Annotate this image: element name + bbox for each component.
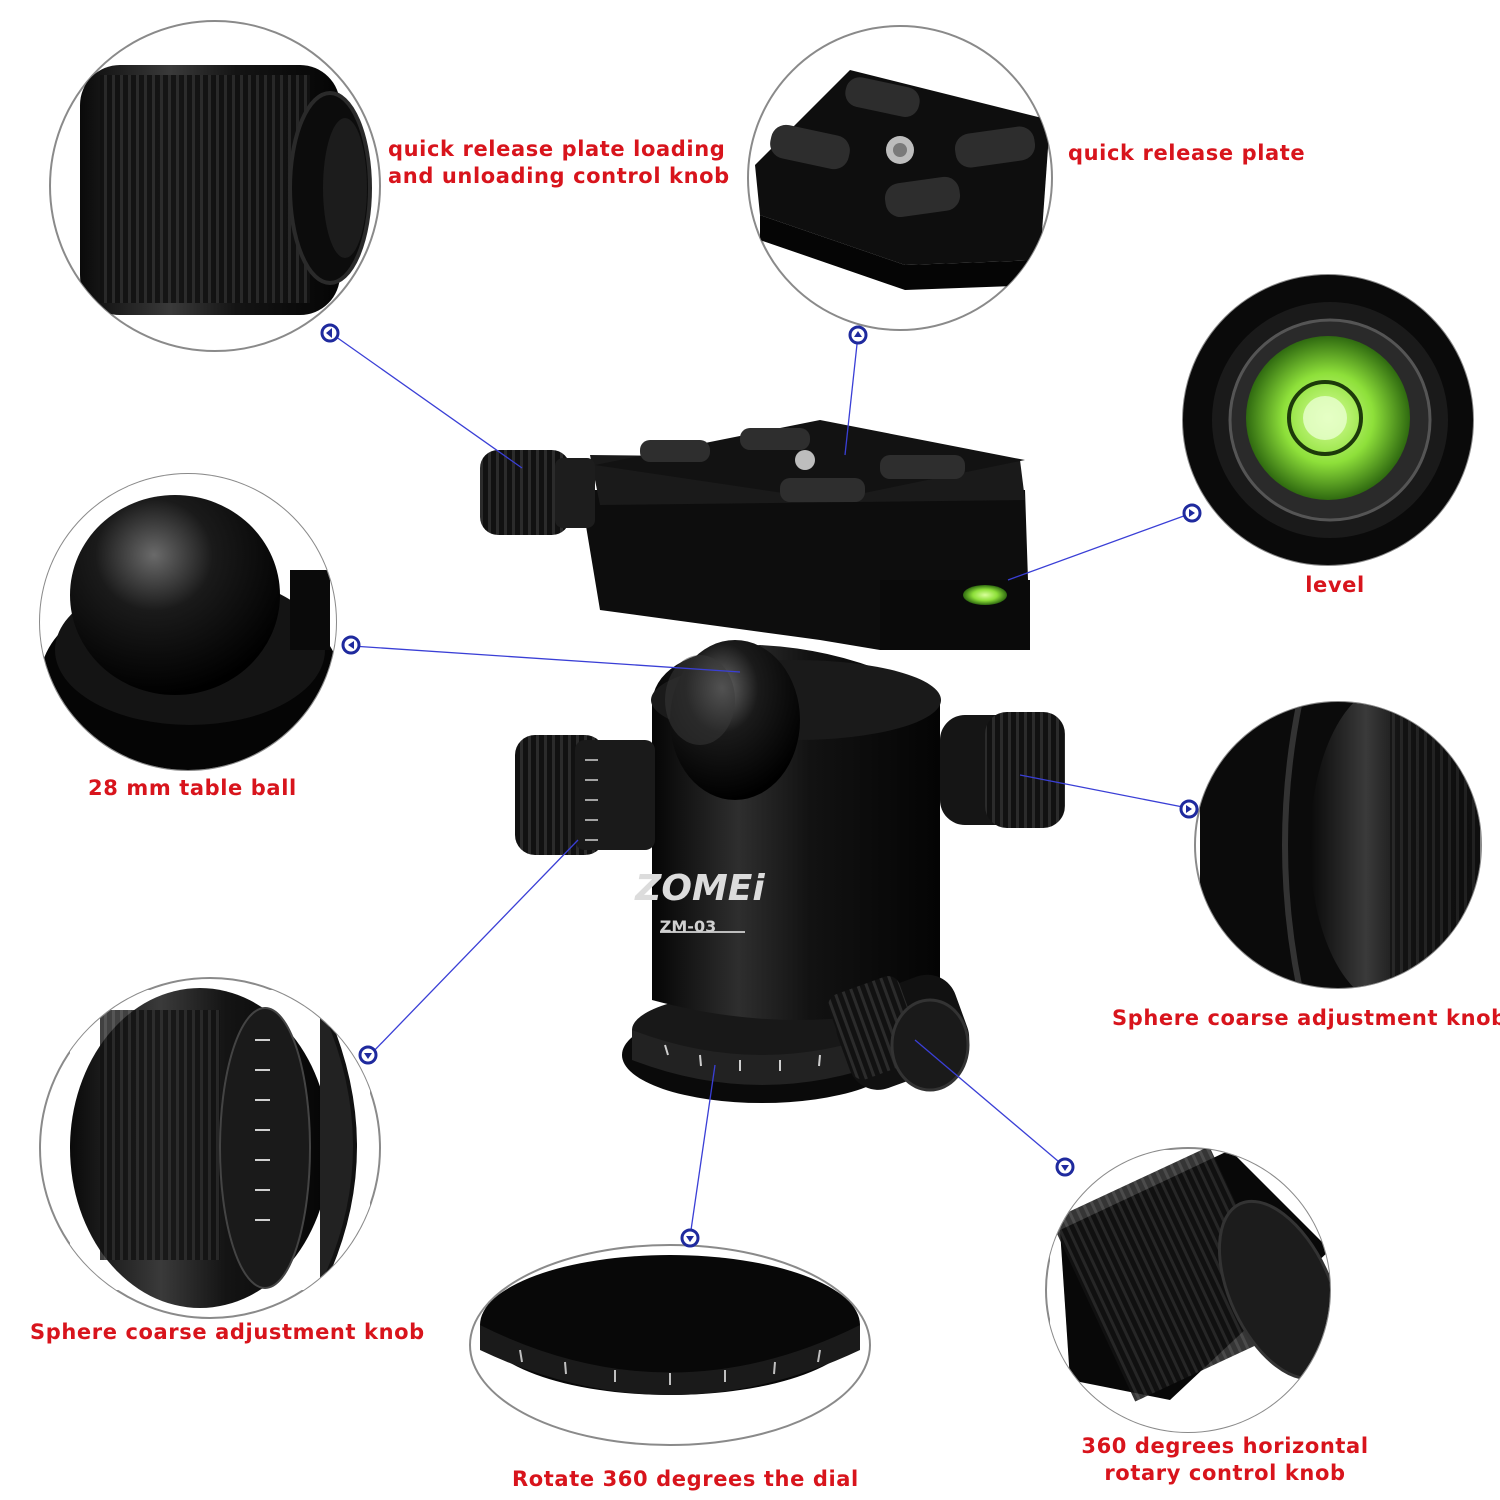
label-quick-release-plate: quick release plate — [1068, 140, 1305, 167]
model-text: ZM-03 — [660, 917, 716, 936]
circle-arrow-icon — [1182, 503, 1202, 523]
detail-ellipse-dial — [469, 1244, 871, 1446]
label-line: quick release plate loading — [388, 137, 726, 161]
product-ball-head: ZOMEi ZM-03 — [480, 420, 1065, 1103]
detail-circle-level — [1182, 274, 1474, 566]
detail-circle-right-knob — [1194, 701, 1482, 989]
label-qr-loading-knob: quick release plate loading and unloadin… — [388, 136, 730, 190]
label-sphere-knob-right: Sphere coarse adjustment knob — [1112, 1005, 1500, 1032]
label-level: level — [1280, 572, 1390, 599]
label-sphere-knob-left: Sphere coarse adjustment knob — [30, 1319, 425, 1346]
detail-circle-rotary-knob — [1045, 1147, 1331, 1433]
circle-arrow-icon — [1055, 1157, 1075, 1177]
label-line: rotary control knob — [1104, 1461, 1346, 1485]
label-rotate-dial: Rotate 360 degrees the dial — [512, 1466, 859, 1493]
label-line: and unloading control knob — [388, 164, 730, 188]
detail-circle-ball — [39, 473, 337, 771]
circle-arrow-icon — [320, 323, 340, 343]
circle-arrow-icon — [358, 1045, 378, 1065]
detail-circle-plate — [747, 25, 1053, 331]
label-line: level — [1305, 573, 1365, 597]
label-line: Sphere coarse adjustment knob — [30, 1320, 425, 1344]
label-table-ball: 28 mm table ball — [88, 775, 297, 802]
circle-arrow-icon — [341, 635, 361, 655]
circle-arrow-icon — [680, 1228, 700, 1248]
label-line: 28 mm table ball — [88, 776, 297, 800]
detail-circle-qr-knob — [49, 20, 381, 352]
label-rotary-control-knob: 360 degrees horizontal rotary control kn… — [1075, 1433, 1375, 1487]
circle-arrow-icon — [1179, 799, 1199, 819]
label-line: quick release plate — [1068, 141, 1306, 165]
label-line: Rotate 360 degrees the dial — [512, 1467, 859, 1491]
brand-text: ZOMEi — [634, 868, 765, 909]
circle-arrow-icon — [848, 325, 868, 345]
label-line: 360 degrees horizontal — [1081, 1434, 1369, 1458]
label-line: Sphere coarse adjustment knob — [1112, 1006, 1500, 1030]
leader-lines — [331, 333, 1193, 1238]
detail-circle-left-knob — [39, 977, 381, 1319]
